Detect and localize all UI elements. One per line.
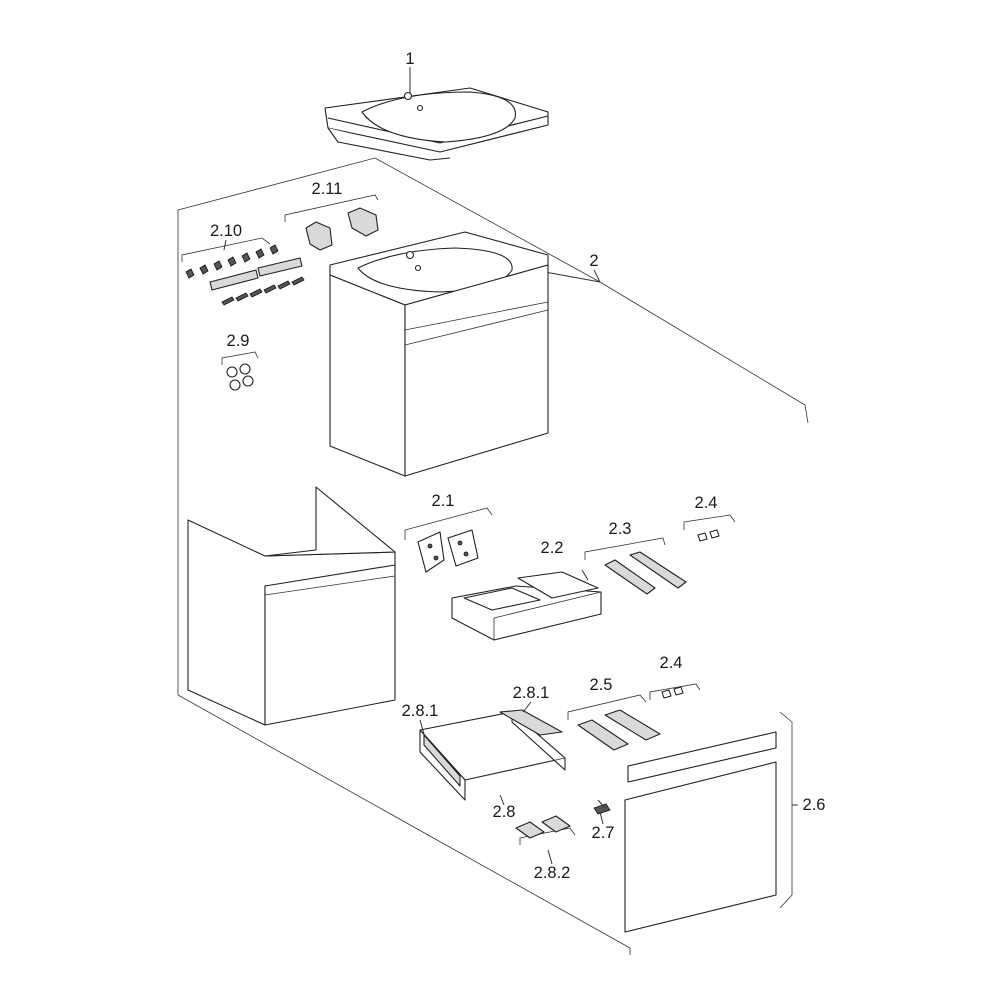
part-2-5-runners	[567, 694, 661, 751]
label-2-8-1-left: 2.8.1	[402, 702, 439, 720]
part-1-washbasin	[324, 67, 549, 161]
label-2-6: 2.6	[803, 796, 826, 814]
labels: 1 2 2.1 2.2 2.3 2.4 2.4 2.5 2.6 2.7 2.8 …	[210, 50, 826, 882]
label-2-5: 2.5	[590, 676, 613, 694]
part-2-8-drawer-frame	[419, 709, 566, 801]
screws-row	[221, 276, 305, 306]
part-2-11-brackets	[284, 194, 379, 251]
part-2-8-2-brackets	[515, 815, 576, 845]
part-2-1-mounting-plates	[404, 507, 493, 573]
label-2-10: 2.10	[210, 222, 242, 240]
label-tick-lines	[223, 239, 604, 865]
label-2-11: 2.11	[312, 180, 343, 198]
part-2-3-runners	[584, 537, 687, 595]
cabinet-body	[187, 486, 396, 726]
part-2-4-clips-lower	[649, 683, 701, 700]
plugs-row	[185, 244, 279, 279]
label-2-7: 2.7	[592, 824, 615, 842]
part-2-assembled-unit	[329, 231, 601, 477]
part-2-7-clip	[593, 803, 611, 815]
part-2-4-clips-upper	[683, 514, 736, 542]
part-2-10-screws-rails	[181, 237, 305, 306]
label-2-9: 2.9	[227, 332, 250, 350]
label-2-8-1-right: 2.8.1	[513, 684, 550, 702]
label-2-3: 2.3	[609, 520, 632, 538]
label-2-4-lower: 2.4	[660, 654, 683, 672]
label-2-8-2: 2.8.2	[534, 864, 571, 882]
part-2-6-front-panel	[624, 711, 793, 933]
label-2-4-upper: 2.4	[695, 494, 718, 512]
label-2-2: 2.2	[541, 539, 564, 557]
label-2-1: 2.1	[432, 492, 455, 510]
label-2-8: 2.8	[493, 803, 516, 821]
part-2-2-drawer-insert	[451, 571, 602, 641]
label-1: 1	[405, 50, 414, 68]
label-2: 2	[589, 252, 598, 270]
label-leaders	[581, 269, 798, 809]
part-2-9-caps	[221, 351, 259, 391]
